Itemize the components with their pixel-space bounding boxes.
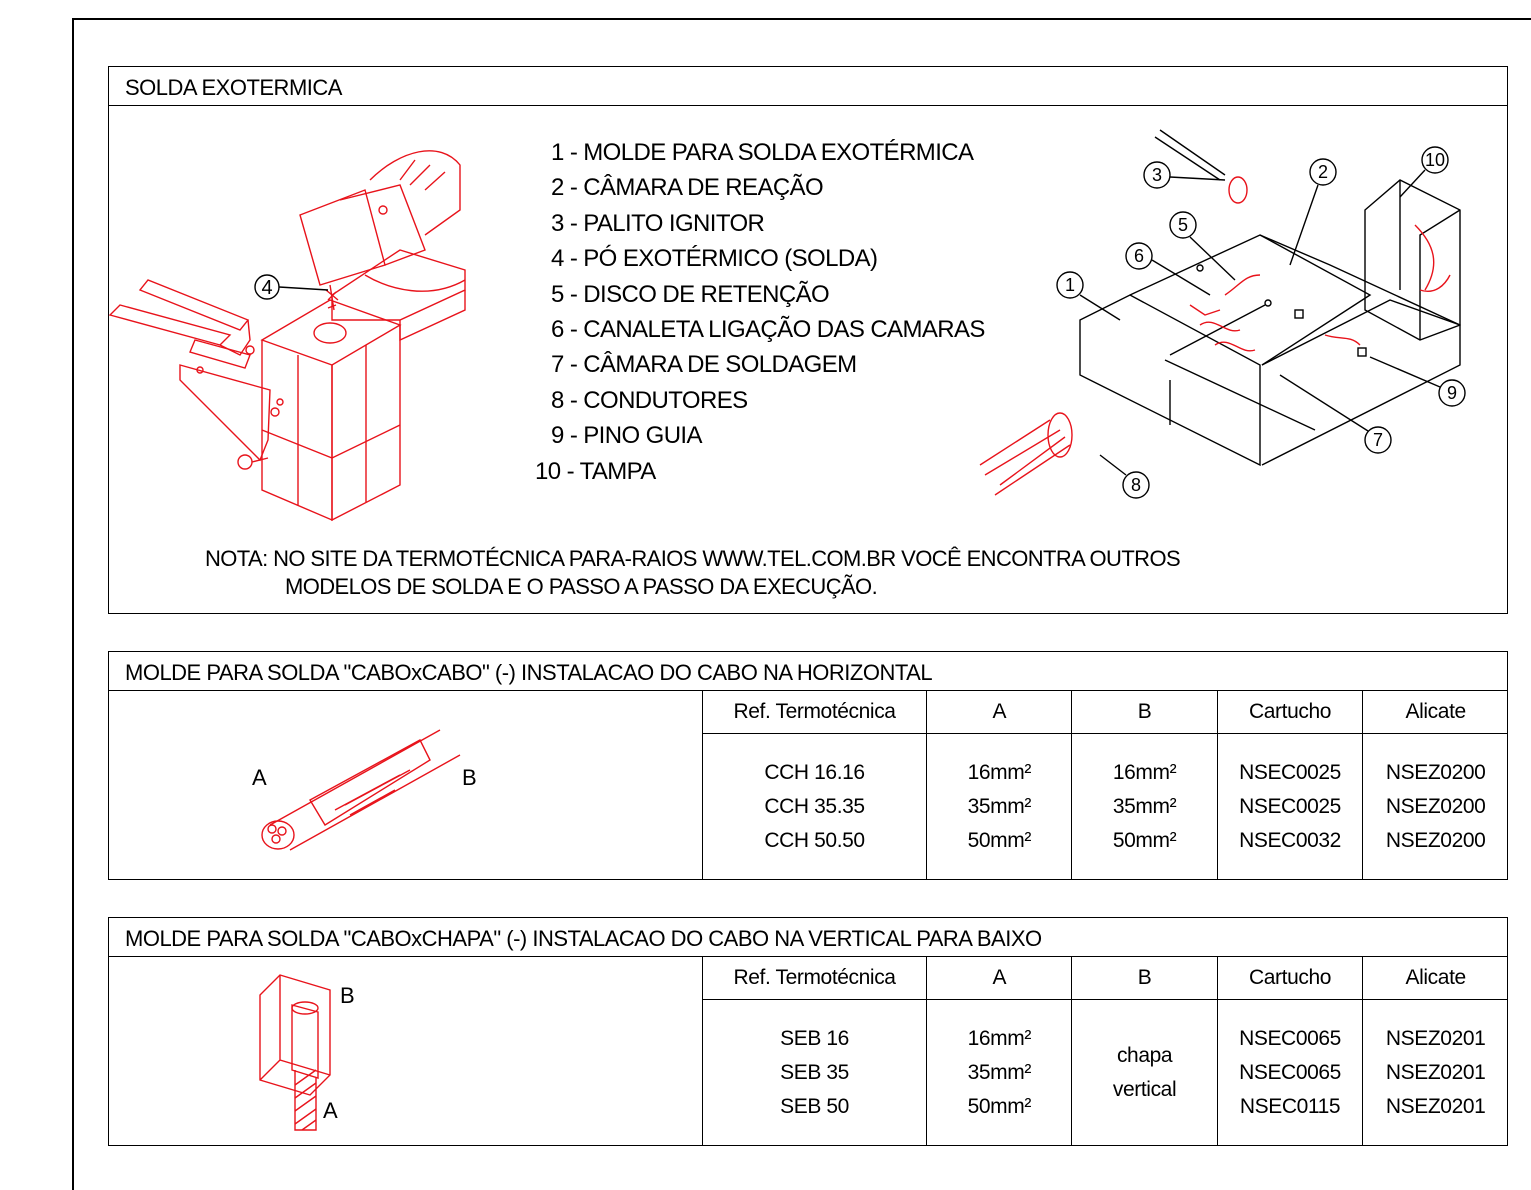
label-a: A bbox=[252, 765, 267, 790]
cabo-x-cabo-illustration bbox=[261, 729, 461, 851]
legend-item: 9 - PINO GUIA bbox=[551, 422, 703, 450]
a-cell: 16mm² 35mm² 50mm² bbox=[926, 999, 1072, 1146]
table-cell: 50mm² bbox=[1112, 829, 1177, 852]
note-line-2: MODELOS DE SOLDA E O PASSO A PASSO DA EX… bbox=[285, 574, 878, 599]
table-cell: CCH 16.16 bbox=[764, 761, 865, 784]
table-cell: NSEZ0201 bbox=[1385, 1027, 1486, 1050]
table-cell: 35mm² bbox=[967, 795, 1032, 818]
table-cell: 16mm² bbox=[1112, 761, 1177, 784]
callout-6: 6 bbox=[1134, 246, 1144, 266]
col-header-ref: Ref. Termotécnica bbox=[701, 957, 927, 1000]
legend-item: 2 - CÂMARA DE REAÇÃO bbox=[551, 174, 824, 202]
cabo-x-chapa-table: Ref. Termotécnica A B Cartucho Alicate S… bbox=[701, 957, 1508, 1146]
drawing-frame bbox=[72, 18, 1531, 1190]
table-cell: NSEZ0200 bbox=[1385, 795, 1486, 818]
col-header-b: B bbox=[1071, 957, 1218, 1000]
title-divider bbox=[109, 105, 1507, 106]
panel-title: MOLDE PARA SOLDA "CABOxCABO" (-) INSTALA… bbox=[125, 660, 933, 685]
legend-item: 1 - MOLDE PARA SOLDA EXOTÉRMICA bbox=[551, 139, 974, 166]
table-cell: 50mm² bbox=[967, 829, 1032, 852]
table-cell: CCH 35.35 bbox=[764, 795, 865, 818]
label-b: B bbox=[462, 765, 477, 790]
table-cell: 16mm² bbox=[967, 761, 1032, 784]
callout-5: 5 bbox=[1178, 215, 1188, 235]
legend-item: 7 - CÂMARA DE SOLDAGEM bbox=[551, 351, 857, 379]
col-header-a: A bbox=[926, 957, 1072, 1000]
label-b: B bbox=[340, 983, 355, 1008]
col-header-alicate: Alicate bbox=[1362, 691, 1508, 734]
label-a: A bbox=[323, 1098, 338, 1123]
legend-item: 10 - TAMPA bbox=[535, 457, 656, 485]
callout-10: 10 bbox=[1425, 150, 1445, 170]
title-divider bbox=[109, 956, 1507, 957]
callout-2: 2 bbox=[1318, 162, 1328, 182]
solda-exotermica-panel: SOLDA EXOTERMICA bbox=[108, 66, 1508, 614]
table-cell: NSEZ0200 bbox=[1385, 829, 1486, 852]
title-divider bbox=[109, 690, 1507, 691]
table-cell: NSEZ0200 bbox=[1385, 761, 1486, 784]
alicate-cell: NSEZ0200 NSEZ0200 NSEZ0200 bbox=[1362, 733, 1508, 880]
table-cell: chapa bbox=[1116, 1044, 1173, 1067]
note: NOTA: NO SITE DA TERMOTÉCNICA PARA-RAIOS… bbox=[205, 545, 1181, 601]
legend-item: 5 - DISCO DE RETENÇÃO bbox=[551, 280, 830, 308]
a-cell: 16mm² 35mm² 50mm² bbox=[926, 733, 1072, 880]
legend-item: 4 - PÓ EXOTÉRMICO (SOLDA) bbox=[551, 245, 878, 273]
cabo-x-chapa-illustration bbox=[259, 974, 331, 1131]
table-cell: 35mm² bbox=[1112, 795, 1177, 818]
table-cell: SEB 50 bbox=[780, 1095, 849, 1118]
panel-title: SOLDA EXOTERMICA bbox=[125, 75, 342, 100]
table-cell: NSEC0115 bbox=[1239, 1095, 1341, 1118]
col-header-ref: Ref. Termotécnica bbox=[701, 691, 927, 734]
callout-1: 1 bbox=[1065, 275, 1075, 295]
callout-9: 9 bbox=[1447, 383, 1457, 403]
table-cell: CCH 50.50 bbox=[764, 829, 865, 852]
col-header-cartucho: Cartucho bbox=[1216, 957, 1363, 1000]
table-cell: SEB 35 bbox=[780, 1061, 849, 1084]
table-cell: vertical bbox=[1112, 1078, 1177, 1101]
b-cell: 16mm² 35mm² 50mm² bbox=[1071, 733, 1218, 880]
table-cell: NSEZ0201 bbox=[1385, 1061, 1486, 1084]
legend-item: 6 - CANALETA LIGAÇÃO DAS CAMARAS bbox=[551, 316, 985, 344]
table-cell: SEB 16 bbox=[780, 1027, 849, 1050]
cabo-x-chapa-panel: MOLDE PARA SOLDA "CABOxCHAPA" (-) INSTAL… bbox=[108, 917, 1508, 1146]
table-cell: NSEC0065 bbox=[1239, 1061, 1341, 1084]
col-header-cartucho: Cartucho bbox=[1216, 691, 1363, 734]
panel-title: MOLDE PARA SOLDA "CABOxCHAPA" (-) INSTAL… bbox=[125, 926, 1042, 951]
cartucho-cell: NSEC0065 NSEC0065 NSEC0115 bbox=[1216, 999, 1363, 1146]
table-cell: NSEC0025 bbox=[1239, 795, 1341, 818]
callout-7: 7 bbox=[1373, 430, 1383, 450]
col-header-b: B bbox=[1071, 691, 1218, 734]
parts-legend: 1 - MOLDE PARA SOLDA EXOTÉRMICA 2 - CÂMA… bbox=[535, 135, 985, 489]
mold-exploded-illustration: 3 2 10 5 6 1 9 7 8 bbox=[979, 129, 1466, 499]
legend-item: 8 - CONDUTORES bbox=[551, 386, 748, 414]
table-cell: 16mm² bbox=[967, 1027, 1032, 1050]
col-header-a: A bbox=[926, 691, 1072, 734]
cartucho-cell: NSEC0025 NSEC0025 NSEC0032 bbox=[1216, 733, 1363, 880]
mold-pouring-illustration: 4 bbox=[108, 150, 466, 522]
table-cell: NSEC0025 bbox=[1239, 761, 1341, 784]
ref-cell: CCH 16.16 CCH 35.35 CCH 50.50 bbox=[701, 733, 927, 880]
table-cell: NSEZ0201 bbox=[1385, 1095, 1486, 1118]
table-cell: NSEC0065 bbox=[1239, 1027, 1341, 1050]
table-cell: 50mm² bbox=[967, 1095, 1032, 1118]
cabo-x-cabo-table: Ref. Termotécnica A B Cartucho Alicate C… bbox=[701, 691, 1508, 880]
callout-3: 3 bbox=[1152, 165, 1162, 185]
legend-item: 3 - PALITO IGNITOR bbox=[551, 209, 765, 237]
table-cell: 35mm² bbox=[967, 1061, 1032, 1084]
ref-cell: SEB 16 SEB 35 SEB 50 bbox=[701, 999, 927, 1146]
b-cell: chapa vertical bbox=[1071, 999, 1218, 1146]
col-header-alicate: Alicate bbox=[1362, 957, 1508, 1000]
table-cell: NSEC0032 bbox=[1239, 829, 1341, 852]
alicate-cell: NSEZ0201 NSEZ0201 NSEZ0201 bbox=[1362, 999, 1508, 1146]
callout-8: 8 bbox=[1131, 475, 1141, 495]
callout-4: 4 bbox=[261, 277, 272, 299]
note-line-1: NOTA: NO SITE DA TERMOTÉCNICA PARA-RAIOS… bbox=[205, 546, 1181, 571]
